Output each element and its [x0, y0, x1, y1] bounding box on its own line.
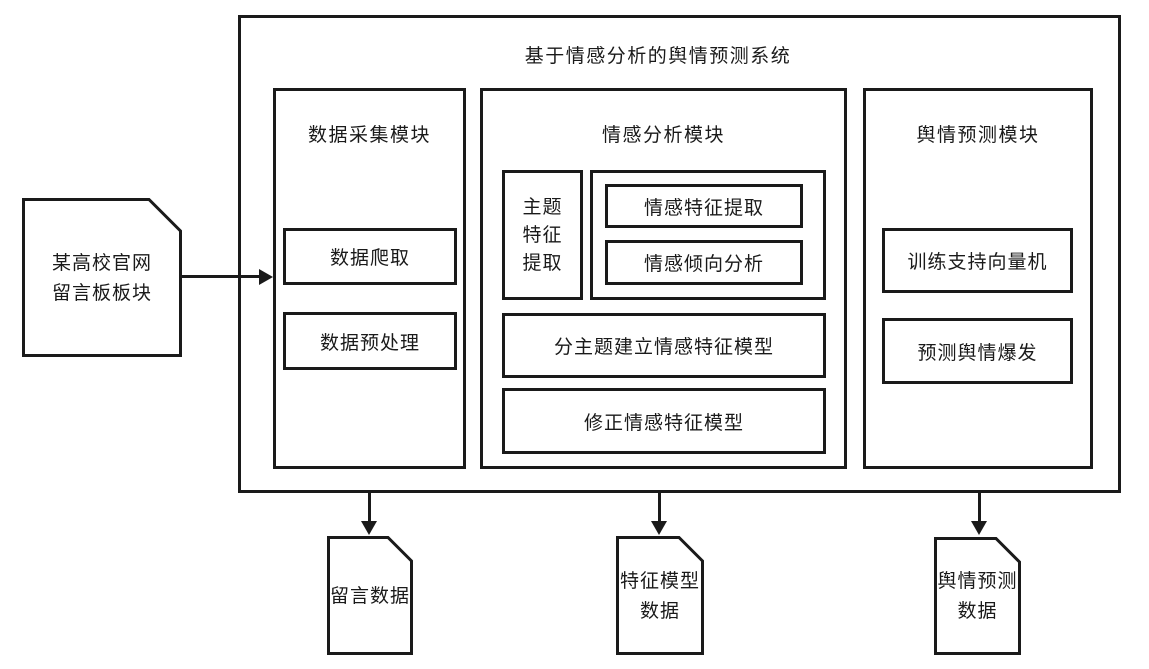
arrow-to-feature-model-data-line	[658, 491, 661, 522]
document-shape-icon	[327, 536, 413, 655]
source-document: 某高校官网 留言板板块	[22, 198, 182, 357]
arrow-to-opinion-prediction-data-line	[978, 491, 981, 522]
document-shape-icon	[616, 536, 704, 655]
document-opinion-prediction-data-label-line1: 舆情预测	[937, 570, 1018, 592]
document-shape-icon	[22, 198, 182, 357]
document-feature-model-data-label-line1: 特征模型	[619, 569, 700, 592]
box-data-crawling: 数据爬取	[283, 228, 457, 285]
box-build-sentiment-model-by-topic: 分主题建立情感特征模型	[502, 313, 826, 378]
box-train-svm: 训练支持向量机	[882, 228, 1073, 293]
document-feature-model-data: 特征模型 数据	[616, 536, 704, 655]
source-document-label-line1: 某高校官网	[51, 251, 152, 274]
arrow-to-message-data-line	[368, 491, 371, 522]
arrow-to-feature-model-data-head	[651, 521, 667, 535]
box-topic-feature-extraction-line1: 主题	[522, 196, 563, 218]
module-data-collection-title: 数据采集模块	[307, 124, 431, 146]
box-sentiment-tendency-analysis: 情感倾向分析	[605, 240, 803, 285]
module-sentiment-analysis-title: 情感分析模块	[601, 124, 725, 146]
document-shape-icon	[934, 537, 1021, 655]
box-topic-feature-extraction-line2: 特征	[522, 224, 563, 246]
document-opinion-prediction-data: 舆情预测 数据	[934, 537, 1021, 655]
box-revise-sentiment-model: 修正情感特征模型	[502, 388, 826, 454]
document-message-data: 留言数据	[327, 536, 413, 655]
arrow-source-to-collection-line	[182, 275, 260, 278]
arrow-to-message-data-head	[361, 521, 377, 535]
box-predict-opinion-outbreak: 预测舆情爆发	[882, 318, 1073, 384]
module-opinion-prediction-title: 舆情预测模块	[916, 124, 1040, 146]
box-topic-feature-extraction: 主题 特征 提取	[502, 170, 583, 300]
document-feature-model-data-label-line2: 数据	[639, 599, 680, 622]
system-title: 基于情感分析的舆情预测系统	[524, 45, 792, 67]
module-opinion-prediction-box	[863, 88, 1093, 469]
arrow-to-opinion-prediction-data-head	[971, 521, 987, 535]
box-sentiment-feature-extraction: 情感特征提取	[605, 184, 803, 228]
document-message-data-label: 留言数据	[329, 584, 410, 607]
module-sentiment-analysis-box	[480, 88, 847, 469]
module-data-collection-box	[273, 88, 466, 469]
document-opinion-prediction-data-label-line2: 数据	[957, 600, 998, 622]
box-topic-feature-extraction-line3: 提取	[522, 252, 563, 274]
box-data-preprocessing: 数据预处理	[283, 312, 457, 370]
source-document-label-line2: 留言板板块	[51, 281, 152, 304]
arrow-source-to-collection-head	[259, 269, 273, 285]
system-outer-box	[238, 15, 1121, 493]
